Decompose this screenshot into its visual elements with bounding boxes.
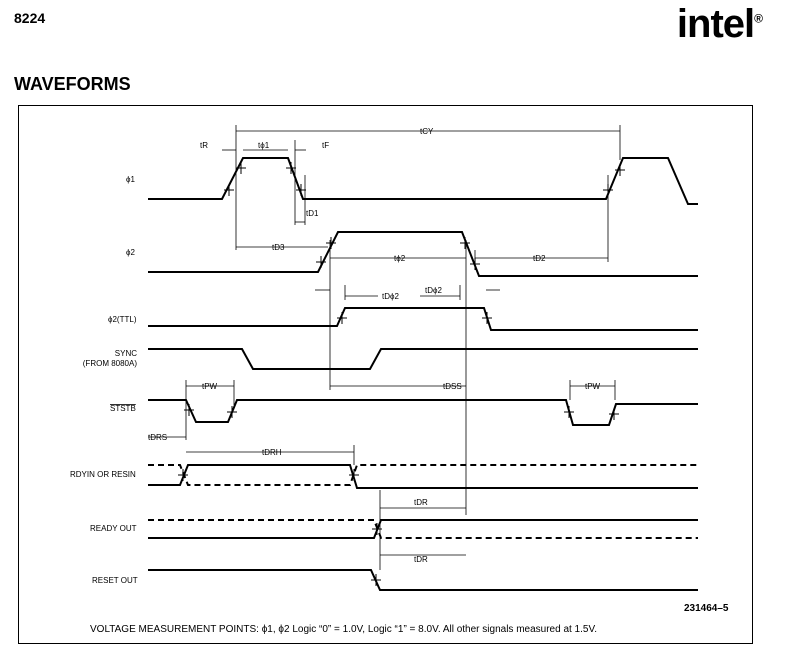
rdyin-dashed-waveform — [148, 464, 698, 486]
section-title: WAVEFORMS — [14, 74, 131, 94]
tdphi2-label-b: tDϕ2 — [425, 286, 442, 295]
td3-label: tD3 — [272, 243, 285, 252]
sync-label: SYNC — [115, 349, 137, 358]
tdphi2-label-a: tDϕ2 — [382, 292, 399, 301]
part-number: 8224 — [14, 10, 46, 26]
registered-mark: ® — [754, 11, 763, 26]
timing-labels: tR tϕ1 tF tCY tD1 tD3 tϕ2 tD2 tDϕ2 tDϕ2 … — [148, 127, 601, 564]
tcy-label: tCY — [420, 127, 434, 136]
phi2-ttl-waveform — [148, 307, 698, 331]
phi1-waveform — [148, 157, 698, 205]
voltage-footnote: VOLTAGE MEASUREMENT POINTS: ϕ1, ϕ2 Logic… — [90, 624, 597, 635]
td1-label: tD1 — [306, 209, 319, 218]
waveform-frame — [18, 105, 753, 644]
tdr-label-a: tDR — [414, 498, 428, 507]
ststb-label: STSTB — [110, 404, 136, 413]
brand-text: intel — [676, 2, 755, 46]
waveforms — [148, 157, 698, 591]
tphi2-label: tϕ2 — [394, 254, 406, 263]
tphi1-label: tϕ1 — [258, 141, 270, 150]
tr-label: tR — [200, 141, 208, 150]
rdyin-solid-waveform — [148, 464, 698, 489]
sync-waveform — [148, 348, 698, 370]
ready-out-label: READY OUT — [90, 524, 137, 533]
tdss-label: tDSS — [443, 382, 462, 391]
ready-out-dashed-waveform — [148, 519, 698, 539]
tpw-label-a: tPW — [202, 382, 218, 391]
tpw-label-b: tPW — [585, 382, 601, 391]
phi2-ttl-label: ϕ2(TTL) — [108, 315, 137, 324]
signal-labels: ϕ1 ϕ2 ϕ2(TTL) SYNC (FROM 8080A) STSTB RD… — [70, 175, 138, 585]
rdyin-label: RDYIN OR RESIN — [70, 470, 136, 479]
td2-label: tD2 — [533, 254, 546, 263]
sync-source-label: (FROM 8080A) — [83, 359, 138, 368]
tdrs-label: tDRS — [148, 433, 167, 442]
phi2-waveform — [148, 231, 698, 277]
phi1-label: ϕ1 — [126, 175, 135, 184]
tdr-label-b: tDR — [414, 555, 428, 564]
reset-out-waveform — [148, 569, 698, 591]
ready-out-solid-waveform — [148, 519, 698, 539]
measurement-ticks — [178, 162, 625, 586]
timing-lines — [148, 125, 621, 570]
phi2-label: ϕ2 — [126, 248, 135, 257]
figure-number: 231464–5 — [684, 603, 729, 614]
reset-out-label: RESET OUT — [92, 576, 138, 585]
tdrh-label: tDRH — [262, 448, 282, 457]
intel-logo: intel® — [676, 2, 763, 47]
tf-label: tF — [322, 141, 329, 150]
